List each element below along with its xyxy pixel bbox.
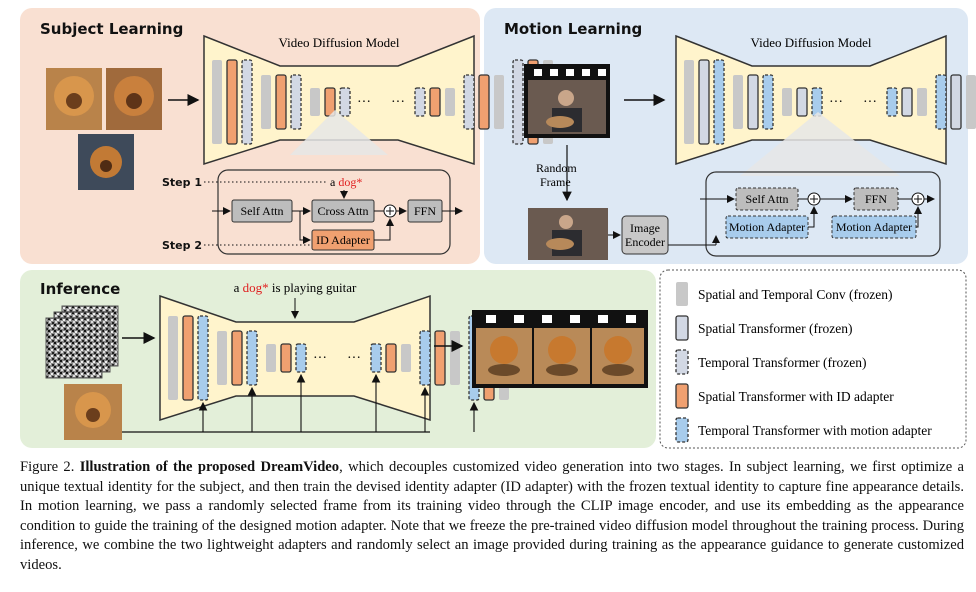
inference-unet-block-12	[419, 330, 431, 386]
inference-unet-block-10	[385, 343, 397, 373]
inference-unet-block-4	[231, 330, 243, 386]
ffn-block: FFN	[414, 204, 436, 218]
inference-unet-block-6	[266, 344, 276, 372]
subject-images	[46, 68, 162, 190]
inference-unet-block-7	[280, 343, 292, 373]
motion-learning-title: Motion Learning	[504, 20, 642, 38]
motion-unet-block-10	[901, 87, 913, 117]
motion-self-attn-block: Self Attn	[745, 192, 788, 206]
subject-diffusion-funnel	[203, 34, 475, 166]
motion-adapter-block-2: Motion Adapter	[836, 220, 912, 234]
dreamvideo-figure: Subject Learning Video Diffusion Model ·…	[20, 8, 976, 449]
subject-learning-title: Subject Learning	[40, 20, 183, 38]
legend-label-temporal_motion: Temporal Transformer with motion adapter	[698, 423, 932, 438]
caption-title: Illustration of the proposed DreamVideo	[79, 459, 340, 475]
inference-appearance-image	[64, 384, 122, 440]
motion-unet-block-8	[811, 87, 823, 117]
inference-unet-block-13	[434, 330, 446, 386]
inference-unet-block-14	[450, 331, 460, 385]
inference-unet-block-9	[370, 343, 382, 373]
legend-swatch-temporal	[675, 349, 689, 375]
motion-unet-block-12	[935, 74, 947, 130]
subject-unet-block-11	[445, 88, 455, 116]
motion-unet-block-0	[684, 60, 694, 144]
legend-label-conv: Spatial and Temporal Conv (frozen)	[698, 287, 893, 302]
subject-unet-block-10	[429, 87, 441, 117]
subject-unet-block-13	[478, 74, 490, 130]
motion-unet-block-11	[917, 88, 927, 116]
subject-unet-block-9	[414, 87, 426, 117]
legend-label-spatial: Spatial Transformer (frozen)	[698, 321, 852, 336]
motion-unet-ellipsis-right: ···	[863, 95, 877, 110]
legend-label-temporal: Temporal Transformer (frozen)	[698, 355, 867, 370]
subject-unet-block-12	[463, 74, 475, 130]
training-video-frame	[524, 64, 610, 138]
subject-unet-block-4	[275, 74, 287, 130]
motion-unet-block-7	[796, 87, 808, 117]
inference-unet-block-5	[246, 330, 258, 386]
motion-unet-block-6	[782, 88, 792, 116]
random-frame-image	[528, 208, 608, 260]
subject-unet-block-1	[226, 59, 238, 145]
inference-unet-ellipsis-left: ···	[313, 351, 327, 366]
generated-video	[472, 310, 648, 388]
inference-unet-block-11	[401, 344, 411, 372]
self-attn-block: Self Attn	[240, 204, 283, 218]
step1-label: Step 1	[162, 176, 202, 189]
inference-unet-ellipsis-right: ···	[347, 351, 361, 366]
cross-attn-block: Cross Attn	[317, 204, 368, 218]
legend-swatch-spatial_id	[675, 383, 689, 409]
motion-adapter-block-1: Motion Adapter	[729, 220, 805, 234]
inference-unet-block-1	[182, 315, 194, 401]
inference-prompt: a dog* is playing guitar	[234, 280, 357, 295]
caption-label: Figure 2.	[20, 459, 75, 475]
motion-unet-block-2	[713, 59, 725, 145]
subject-unet-block-0	[212, 60, 222, 144]
legend-box	[659, 269, 967, 449]
subject-unet-block-8	[339, 87, 351, 117]
motion-unet-ellipsis-left: ···	[829, 95, 843, 110]
motion-model-title: Video Diffusion Model	[750, 35, 871, 50]
subject-unet-ellipsis-left: ···	[357, 95, 371, 110]
id-adapter-block: ID Adapter	[316, 233, 370, 247]
subject-unet-block-2	[241, 59, 253, 145]
motion-unet-block-3	[733, 75, 743, 129]
figure-caption: Figure 2. Illustration of the proposed D…	[20, 458, 964, 576]
subject-unet-ellipsis-right: ···	[391, 95, 405, 110]
inference-unet-block-0	[168, 316, 178, 400]
legend-label-spatial_id: Spatial Transformer with ID adapter	[698, 389, 894, 404]
step2-label: Step 2	[162, 239, 202, 252]
inference-unet-block-2	[197, 315, 209, 401]
subject-unet-block-3	[261, 75, 271, 129]
inference-unet-block-3	[217, 331, 227, 385]
motion-unet-block-5	[762, 74, 774, 130]
noise-inputs	[45, 305, 119, 379]
subject-unet-block-5	[290, 74, 302, 130]
inference-title: Inference	[40, 280, 120, 298]
motion-unet-block-14	[966, 75, 976, 129]
caption-body: , which decouples customized video gener…	[20, 459, 964, 573]
subject-model-title: Video Diffusion Model	[278, 35, 399, 50]
subject-prompt: a dog*	[330, 175, 362, 189]
inference-diffusion-funnel	[159, 294, 431, 422]
motion-ffn-block: FFN	[865, 192, 887, 206]
motion-unet-block-4	[747, 74, 759, 130]
motion-unet-block-13	[950, 74, 962, 130]
inference-unet-block-8	[295, 343, 307, 373]
legend-swatch-spatial	[675, 315, 689, 341]
motion-unet-block-9	[886, 87, 898, 117]
legend-swatch-conv	[676, 282, 688, 306]
legend-swatch-temporal_motion	[675, 417, 689, 443]
subject-unet-block-6	[310, 88, 320, 116]
motion-diffusion-funnel	[675, 34, 947, 166]
subject-unet-block-14	[494, 75, 504, 129]
subject-unet-block-15	[512, 59, 524, 145]
motion-unet-block-1	[698, 59, 710, 145]
